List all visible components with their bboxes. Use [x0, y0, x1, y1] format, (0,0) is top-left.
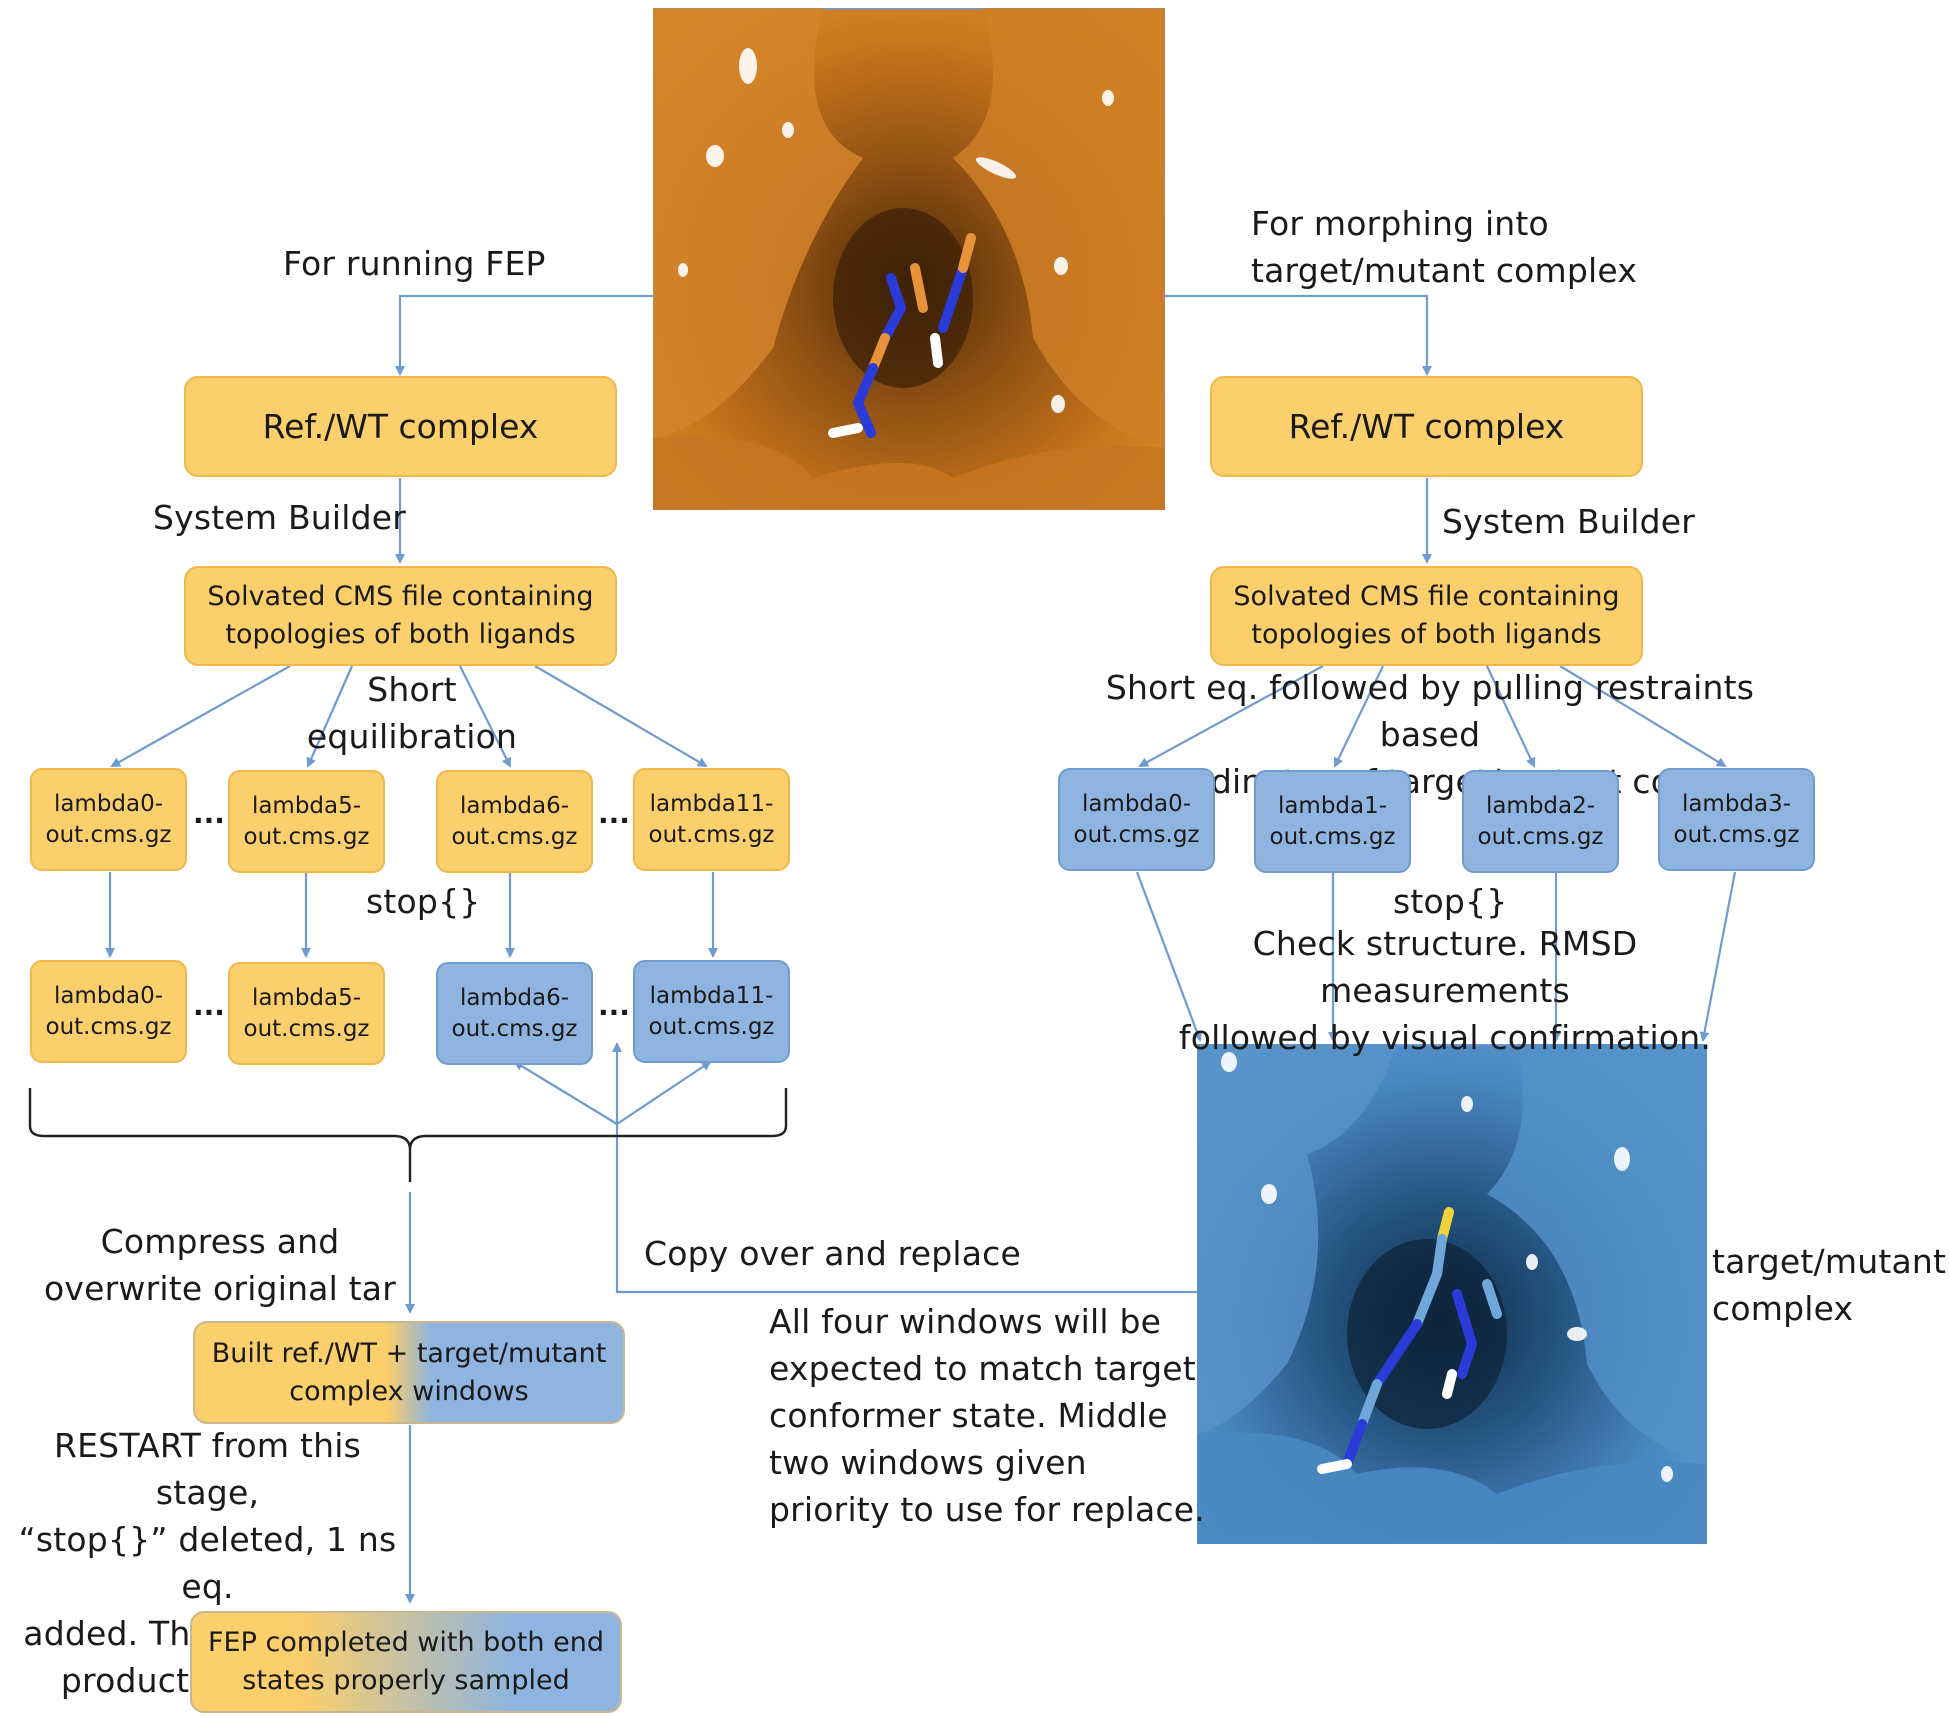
label-stop-left: stop{} — [366, 882, 481, 921]
label-stop-right: stop{} — [1393, 882, 1508, 921]
lambda-box-left-bottom: lambda11- out.cms.gz — [633, 960, 790, 1063]
arrow-solvated-to-lambda11-left — [534, 665, 708, 768]
label-all-four-windows: All four windows will be expected to mat… — [769, 1302, 1205, 1529]
ellipsis: ... — [193, 989, 225, 1022]
ellipsis: ... — [598, 797, 630, 830]
lambda-box-right: lambda1- out.cms.gz — [1254, 770, 1411, 873]
target-protein-structure-image — [1197, 1044, 1707, 1544]
ref-protein-structure-image — [653, 8, 1165, 510]
ref-wt-complex-right: Ref./WT complex — [1210, 376, 1643, 477]
lambda-box-left-top: lambda11- out.cms.gz — [633, 768, 790, 871]
arrow-image-to-ref-left — [395, 294, 655, 376]
lambda-box-left-bottom: lambda5- out.cms.gz — [228, 962, 385, 1065]
arrow-copy-to-lambda11 — [616, 1060, 712, 1125]
label-target-mutant-complex: target/mutant complex — [1712, 1242, 1947, 1328]
lambda-box-right: lambda0- out.cms.gz — [1058, 768, 1215, 871]
arrow-copy-to-lambda6 — [513, 1060, 618, 1125]
fep-completed-box: FEP completed with both end states prope… — [190, 1611, 622, 1713]
label-compress: Compress and overwrite original tar — [43, 1222, 396, 1308]
label-for-running-fep: For running FEP — [283, 244, 546, 283]
label-copy-over: Copy over and replace — [644, 1234, 1021, 1273]
ellipsis: ... — [598, 989, 630, 1022]
solvated-cms-left: Solvated CMS file containing topologies … — [184, 566, 617, 666]
built-windows-box: Built ref./WT + target/mutant complex wi… — [193, 1321, 625, 1424]
lambda-box-left-bottom: lambda0- out.cms.gz — [30, 960, 187, 1063]
solvated-cms-right: Solvated CMS file containing topologies … — [1210, 566, 1643, 666]
lambda-box-right: lambda3- out.cms.gz — [1658, 768, 1815, 871]
lambda-box-left-top: lambda5- out.cms.gz — [228, 770, 385, 873]
grouping-brace — [28, 1088, 788, 1182]
label-short-equilibration: Short equilibration — [306, 670, 518, 756]
label-restart: RESTART from this stage, “stop{}” delete… — [18, 1426, 397, 1700]
label-system-builder-left: System Builder — [153, 498, 407, 537]
lambda-box-left-top: lambda0- out.cms.gz — [30, 768, 187, 871]
lambda-box-right: lambda2- out.cms.gz — [1462, 770, 1619, 873]
label-check-structure: Check structure. RMSD measurements follo… — [1178, 924, 1712, 1057]
lambda-box-left-bottom: lambda6- out.cms.gz — [436, 962, 593, 1065]
arrow-image-to-ref-right — [1164, 294, 1432, 376]
label-for-morphing: For morphing into target/mutant complex — [1251, 204, 1638, 290]
ellipsis: ... — [193, 797, 225, 830]
label-system-builder-right: System Builder — [1442, 502, 1696, 541]
arrow-solvated-to-lambda0-left — [110, 665, 291, 767]
lambda-box-left-top: lambda6- out.cms.gz — [436, 770, 593, 873]
ref-wt-complex-left: Ref./WT complex — [184, 376, 617, 477]
